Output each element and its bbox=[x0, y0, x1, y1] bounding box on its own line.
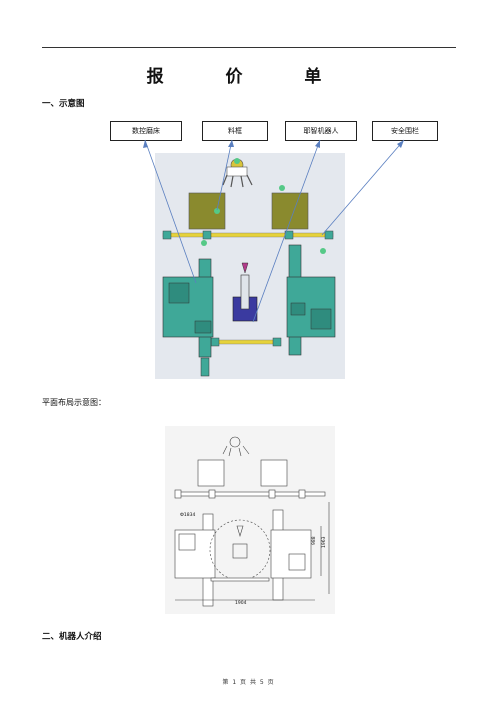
page-footer: 第 1 页 共 5 页 bbox=[222, 679, 274, 686]
label-material-frame: 料框 bbox=[202, 121, 268, 141]
label-robot: 耶智机器人 bbox=[285, 121, 357, 141]
cnc-grinder-left bbox=[162, 258, 214, 377]
page-title: 报 价 单 bbox=[146, 67, 350, 87]
material-frame-right bbox=[271, 192, 309, 230]
header-rule bbox=[42, 47, 456, 48]
dimension-width: 1904 bbox=[235, 601, 247, 606]
label-cnc-grinder: 数控磨床 bbox=[110, 121, 182, 141]
dimension-diameter: Ф1834 bbox=[180, 513, 196, 518]
cell-3d-render bbox=[155, 153, 345, 379]
label-safety-fence: 安全围栏 bbox=[372, 121, 438, 141]
operator-figure bbox=[222, 158, 253, 188]
section-heading-robot: 二、机器人介绍 bbox=[42, 632, 102, 642]
layout-plan-drawing bbox=[165, 426, 335, 614]
dimension-height-outer: 1963 bbox=[322, 536, 327, 548]
layout-caption: 平面布局示意图： bbox=[42, 398, 106, 407]
cnc-grinder-right bbox=[286, 244, 336, 356]
section-heading-diagram: 一、示意图 bbox=[42, 99, 85, 109]
robot-arm bbox=[232, 262, 258, 322]
dimension-height-inner: 988 bbox=[312, 536, 317, 545]
